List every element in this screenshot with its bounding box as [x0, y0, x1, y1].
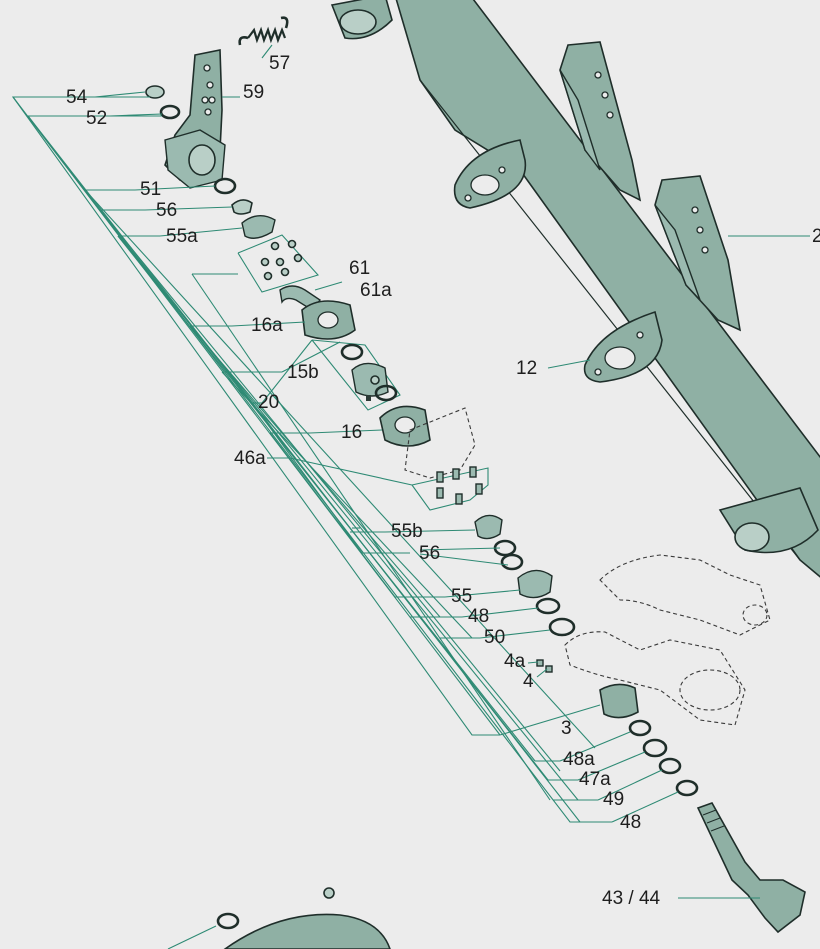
label-55a: 55a — [166, 226, 198, 247]
knuckle-outline — [564, 554, 771, 726]
washer-52 — [159, 104, 181, 120]
label-55b: 55b — [391, 521, 423, 542]
sleeve-55a — [241, 215, 276, 239]
label-51: 51 — [140, 179, 162, 200]
ring-49 — [658, 757, 682, 775]
bushing-3 — [599, 683, 639, 719]
ring-56 — [231, 199, 253, 215]
label-12: 12 — [516, 358, 538, 379]
ring-51 — [213, 177, 237, 195]
label-52: 52 — [86, 108, 108, 129]
label-59: 59 — [243, 82, 265, 103]
label-46a: 46a — [234, 448, 266, 469]
label-61a: 61a — [360, 280, 392, 301]
label-4a: 4a — [504, 651, 526, 672]
ring-47a — [642, 738, 668, 758]
bearing-15b — [311, 339, 401, 411]
label-3: 3 — [561, 718, 572, 739]
gasket-outline — [404, 407, 476, 479]
ring-50 — [548, 617, 576, 637]
label-55: 55 — [451, 586, 473, 607]
screw-set — [237, 234, 319, 293]
label-56-upper: 56 — [156, 200, 178, 221]
flange-16a — [301, 300, 356, 340]
bracket-bottom — [654, 175, 742, 332]
nipple-4 — [545, 665, 553, 673]
flange-12 — [583, 310, 663, 383]
nipple-4a — [536, 659, 544, 667]
ring-56-lower — [500, 553, 524, 571]
label-50: 50 — [484, 627, 506, 648]
label-20: 20 — [258, 392, 280, 413]
ring-48a — [628, 719, 652, 737]
label-56-lower: 56 — [419, 543, 441, 564]
label-47a: 47a — [579, 769, 611, 790]
slack-adjuster-59 — [164, 49, 226, 189]
label-57: 57 — [269, 53, 291, 74]
label-61: 61 — [349, 258, 371, 279]
flange-upper — [453, 139, 527, 209]
nut-54 — [145, 85, 165, 99]
leader-lines — [11, 44, 810, 899]
label-4: 4 — [523, 671, 534, 692]
flange-16 — [379, 405, 431, 447]
ring-48-lower — [675, 779, 699, 797]
bracket-top — [559, 41, 642, 202]
label-54: 54 — [66, 87, 88, 108]
label-15b: 15b — [287, 362, 319, 383]
label-48-upper: 48 — [468, 606, 490, 627]
brake-drum-partial — [223, 913, 391, 949]
label-16: 16 — [341, 422, 363, 443]
ring-48 — [535, 597, 561, 615]
ring-bottom — [216, 912, 240, 930]
bolt-set — [411, 466, 489, 511]
camshaft-43-44 — [696, 802, 806, 934]
label-2: 2 — [812, 226, 820, 247]
bolt-bottom — [323, 887, 335, 899]
spring-57 — [238, 16, 289, 46]
sleeve-55 — [517, 569, 553, 599]
label-48-lower: 48 — [620, 812, 642, 833]
sleeve-55b — [474, 514, 503, 540]
label-16a: 16a — [251, 315, 283, 336]
label-43-44: 43 / 44 — [602, 888, 661, 909]
label-48a: 48a — [563, 749, 595, 770]
label-49: 49 — [603, 789, 625, 810]
